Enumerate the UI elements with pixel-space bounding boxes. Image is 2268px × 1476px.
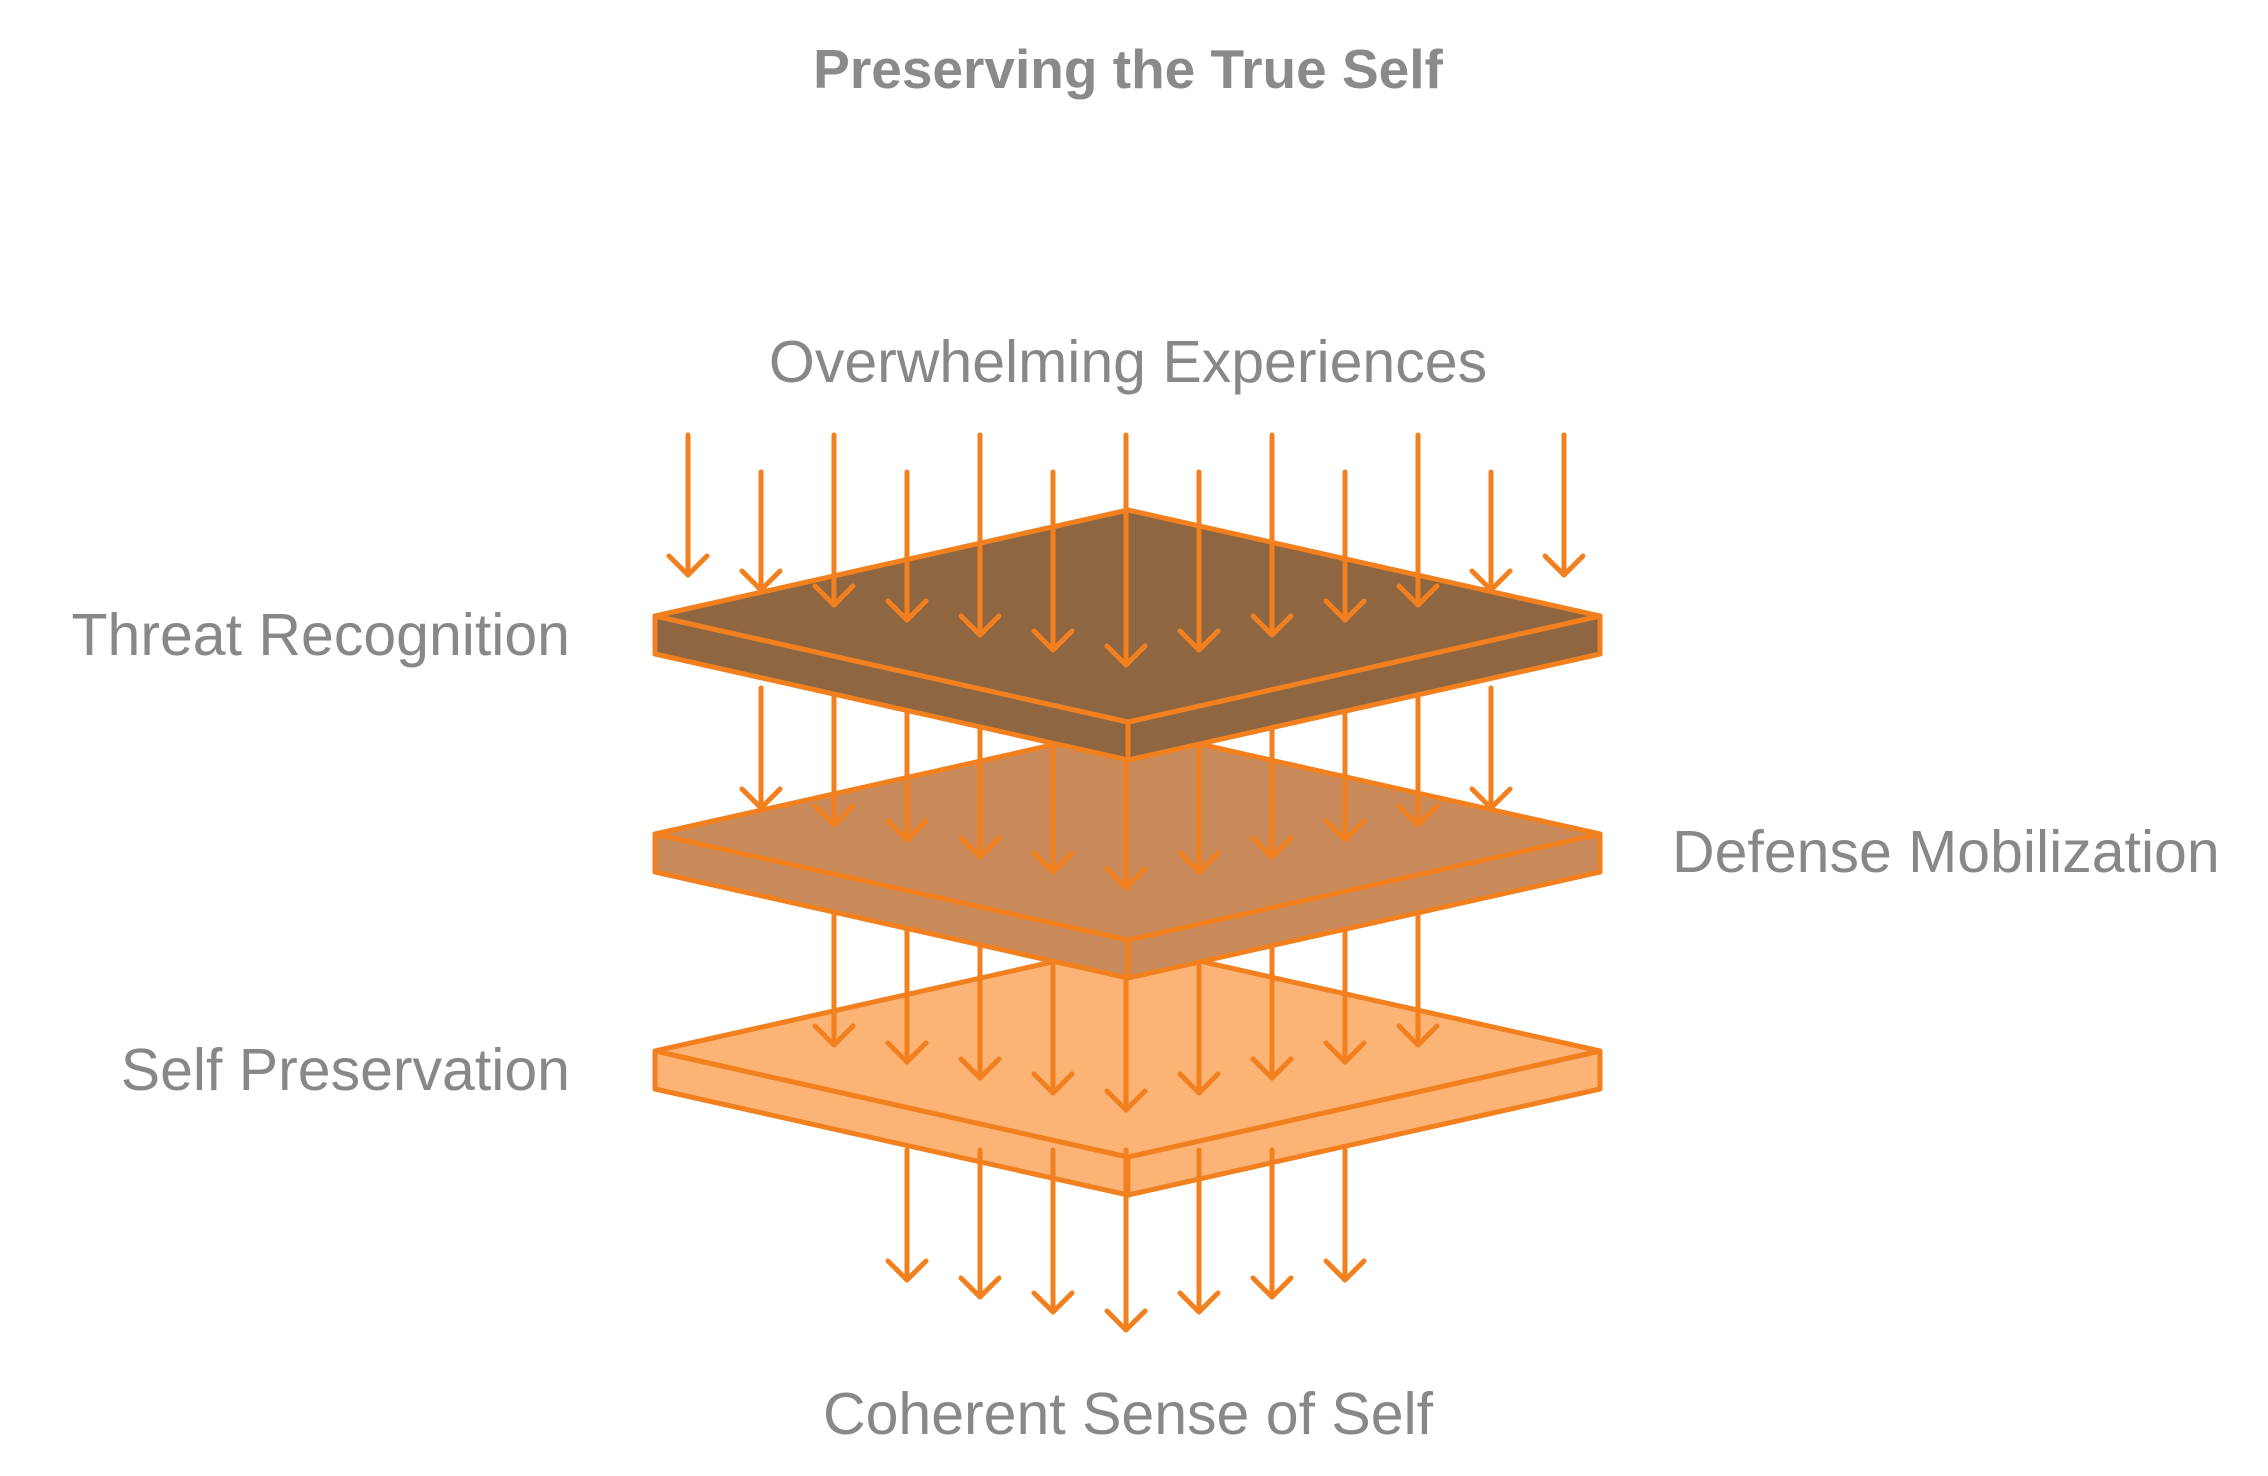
diagram-title: Preserving the True Self <box>813 38 1443 100</box>
down-arrow-icon <box>1323 1147 1367 1283</box>
down-arrow-icon <box>1177 1147 1221 1315</box>
input-label: Overwhelming Experiences <box>769 329 1487 395</box>
arrow-group-below-self-preservation <box>885 1147 1367 1333</box>
down-arrow-icon <box>885 1147 929 1283</box>
down-arrow-icon <box>739 469 783 593</box>
down-arrow-icon <box>885 469 929 623</box>
down-arrow-icon <box>739 685 783 811</box>
down-arrow-icon <box>1396 432 1440 608</box>
down-arrow-icon <box>812 902 856 1048</box>
down-arrow-icon <box>1104 1147 1148 1333</box>
down-arrow-icon <box>1031 469 1075 653</box>
layer-label-self-preservation: Self Preservation <box>121 1037 570 1103</box>
arrow-group-onto-threat-recognition <box>666 432 1586 668</box>
output-label: Coherent Sense of Self <box>823 1381 1434 1447</box>
down-arrow-icon <box>1104 432 1148 668</box>
down-arrow-icon <box>666 432 710 578</box>
down-arrow-icon <box>1396 902 1440 1048</box>
down-arrow-icon <box>1177 469 1221 653</box>
down-arrow-icon <box>1250 432 1294 638</box>
layer-label-defense-mobilization: Defense Mobilization <box>1672 819 2220 885</box>
down-arrow-icon <box>1250 1147 1294 1300</box>
down-arrow-icon <box>885 685 929 843</box>
down-arrow-icon <box>958 1147 1002 1300</box>
down-arrow-icon <box>958 432 1002 638</box>
down-arrow-icon <box>1469 685 1513 811</box>
down-arrow-icon <box>812 432 856 608</box>
down-arrow-icon <box>812 685 856 828</box>
down-arrow-icon <box>1469 469 1513 593</box>
down-arrow-icon <box>1542 432 1586 578</box>
down-arrow-icon <box>1031 1147 1075 1315</box>
down-arrow-icon <box>885 902 929 1065</box>
down-arrow-icon <box>1396 685 1440 828</box>
layer-label-threat-recognition: Threat Recognition <box>71 602 570 668</box>
down-arrow-icon <box>1323 469 1367 623</box>
